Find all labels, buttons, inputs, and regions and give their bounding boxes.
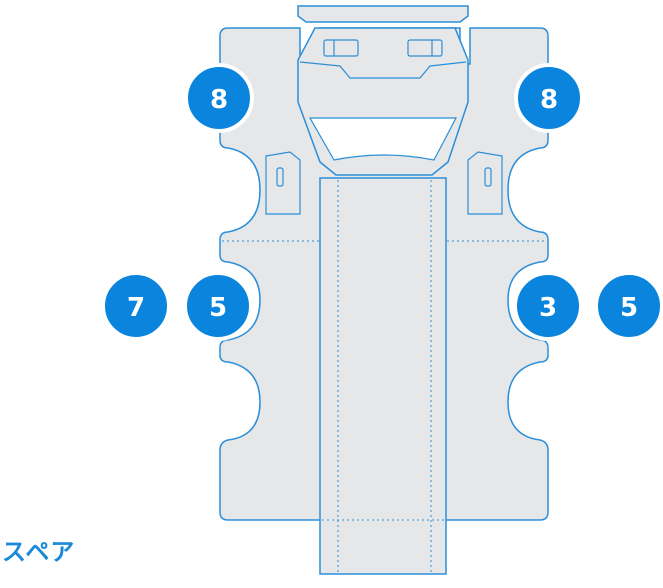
badge-top-right: 8 (514, 63, 584, 133)
badge-label: 7 (127, 293, 145, 323)
spare-label: スペア (2, 538, 76, 566)
side-tab-left-slot (276, 167, 284, 187)
badge-top-left: 8 (184, 63, 254, 133)
badge-circle (594, 271, 663, 341)
badge-label: 8 (210, 85, 228, 115)
badge-label: 5 (620, 293, 638, 323)
badge-label: 8 (540, 85, 558, 115)
badge-circle (183, 271, 253, 341)
center-column (319, 177, 447, 575)
eye-slot-left (323, 39, 359, 57)
badge-circle (101, 271, 171, 341)
badge-mid-far-left: 7 (101, 271, 171, 341)
mouth-cutout (308, 117, 457, 161)
badge-label: 5 (209, 293, 227, 323)
head-brow (299, 61, 467, 79)
badge-circle (513, 271, 583, 341)
side-tab-right-slot (484, 167, 492, 187)
badge-mid-far-right: 5 (594, 271, 663, 341)
eye-slot-right (407, 39, 443, 57)
badge-circle (514, 63, 584, 133)
top-strip (297, 5, 469, 23)
badge-mid-left: 5 (183, 271, 253, 341)
badge-label: 3 (539, 293, 557, 323)
badge-mid-right: 3 (513, 271, 583, 341)
badge-circle (184, 63, 254, 133)
